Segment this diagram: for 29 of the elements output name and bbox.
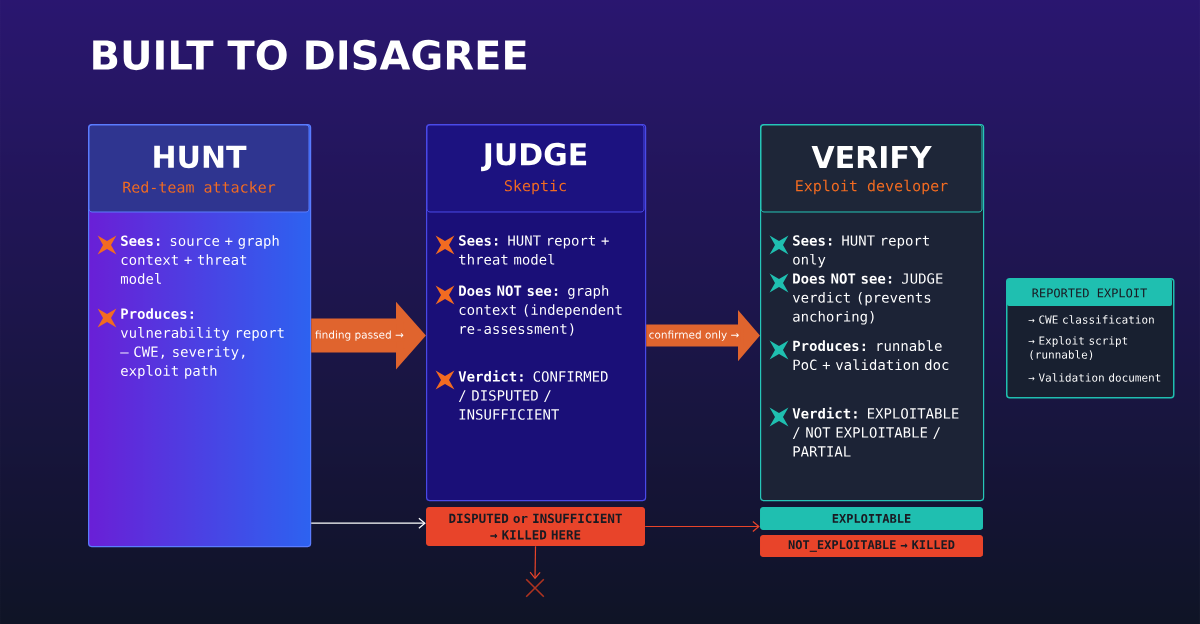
title: BUILT TO DISAGREE xyxy=(93,39,526,71)
stage-title: HUNT xyxy=(154,145,247,169)
status-bar: DISPUTED or INSUFFICIENT → KILLED HERE xyxy=(426,507,645,546)
bullet-text: Verdict: CONFIRMED / DISPUTED / INSUFFICIENT xyxy=(458,370,608,420)
edge-label: confirmed only → xyxy=(649,330,739,341)
bullet-text: Sees: source + graph context + threat model xyxy=(120,235,279,285)
role-subtitle: Exploit developer xyxy=(796,179,948,195)
list-item: → CWE classification xyxy=(1028,315,1154,324)
bullet-text: Sees: HUNT report + threat model xyxy=(459,235,609,265)
status-bar: NOT_EXPLOITABLE → KILLED xyxy=(760,535,983,557)
bullet-text: Sees: HUNT report only xyxy=(793,235,929,268)
stage-title: VERIFY xyxy=(811,146,932,168)
bullet-text: Produces: runnable PoC + validation doc xyxy=(793,340,949,371)
role-subtitle: Red-team attacker xyxy=(123,181,276,193)
status-bar: EXPLOITABLE xyxy=(760,507,983,530)
bullet-text: Produces: vulnerability report — CWE, severity, exploit path xyxy=(120,308,284,379)
list-item: → Exploit script (runnable) xyxy=(1028,336,1128,361)
list-item: → Validation document xyxy=(1028,373,1161,382)
arrow xyxy=(529,545,541,580)
role-subtitle: Skeptic xyxy=(504,179,566,195)
card-header: REPORTED EXPLOIT xyxy=(1007,279,1172,306)
arrow xyxy=(644,520,760,533)
bullet-text: Verdict: EXPLOITABLE / NOT EXPLOITABLE / PARTIAL xyxy=(792,407,959,457)
edge-label: finding passed → xyxy=(315,330,404,341)
arrow xyxy=(310,517,426,529)
bullet-text: Does NOT see: JUDGE verdict (prevents anchoring) xyxy=(792,273,943,325)
bullet-text: Does NOT see: graph context (independent re-assessment) xyxy=(459,285,622,336)
stage-title: JUDGE xyxy=(481,142,587,172)
cross-mark xyxy=(525,578,545,598)
